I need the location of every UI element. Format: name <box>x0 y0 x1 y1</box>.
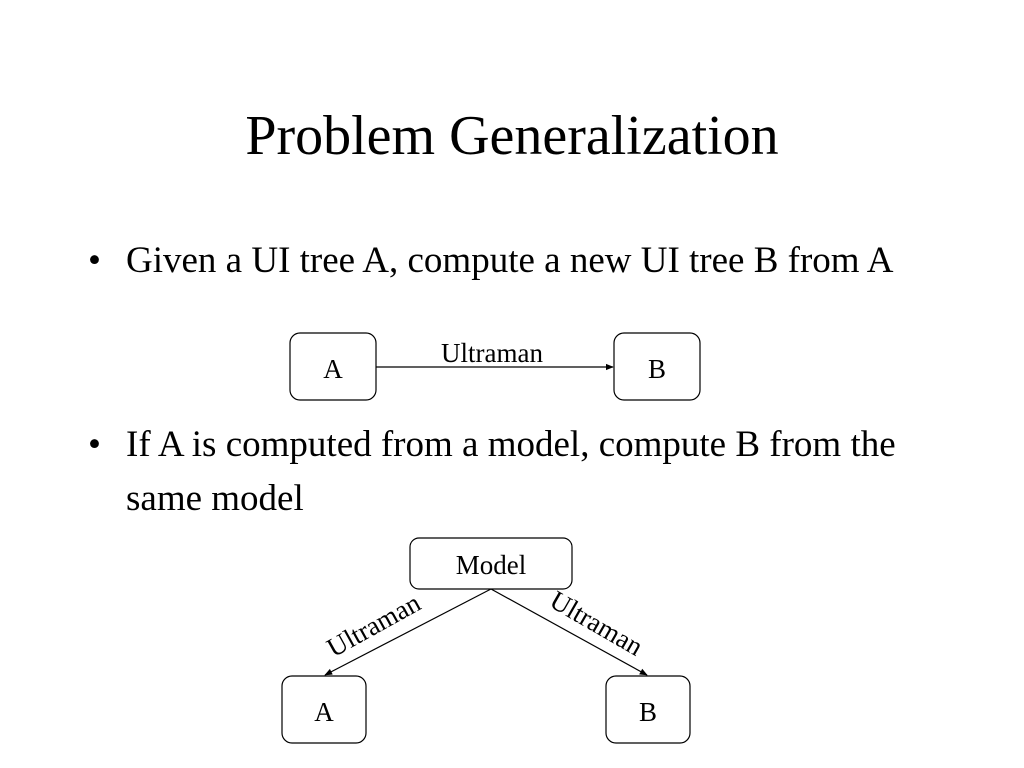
edge-model-to-b <box>490 588 648 676</box>
node-a-label: A <box>314 697 334 727</box>
node-b: B <box>605 675 691 744</box>
edge-label-ultraman: Ultraman <box>441 338 543 368</box>
node-b-label: B <box>639 697 657 727</box>
bullet-text: If A is computed from a model, compute B… <box>126 424 896 519</box>
node-b: B <box>613 332 701 401</box>
diagram-direct-transform: A B Ultraman <box>289 332 701 401</box>
bullet-symbol: • <box>88 240 101 281</box>
node-a: A <box>281 675 367 744</box>
slide-title: Problem Generalization <box>245 105 779 167</box>
diagram-model-transform: Model A B Ultraman Ultraman <box>281 537 691 744</box>
bullet-symbol: • <box>88 424 101 465</box>
node-a: A <box>289 332 377 401</box>
bullet-item-2: • If A is computed from a model, compute… <box>88 418 968 528</box>
node-b-box <box>613 332 701 401</box>
edge-label-ultraman-left: Ultraman <box>322 587 426 663</box>
node-a-label: A <box>323 354 343 384</box>
node-b-box <box>605 675 691 744</box>
bullet-text: Given a UI tree A, compute a new UI tree… <box>126 240 894 281</box>
node-b-label: B <box>648 354 666 384</box>
node-model: Model <box>409 537 573 590</box>
bullet-item-1: • Given a UI tree A, compute a new UI tr… <box>88 234 968 344</box>
node-model-label: Model <box>456 550 527 580</box>
edge-label-ultraman-right: Ultraman <box>545 585 649 662</box>
node-a-box <box>281 675 367 744</box>
edge-model-to-a <box>324 588 492 676</box>
